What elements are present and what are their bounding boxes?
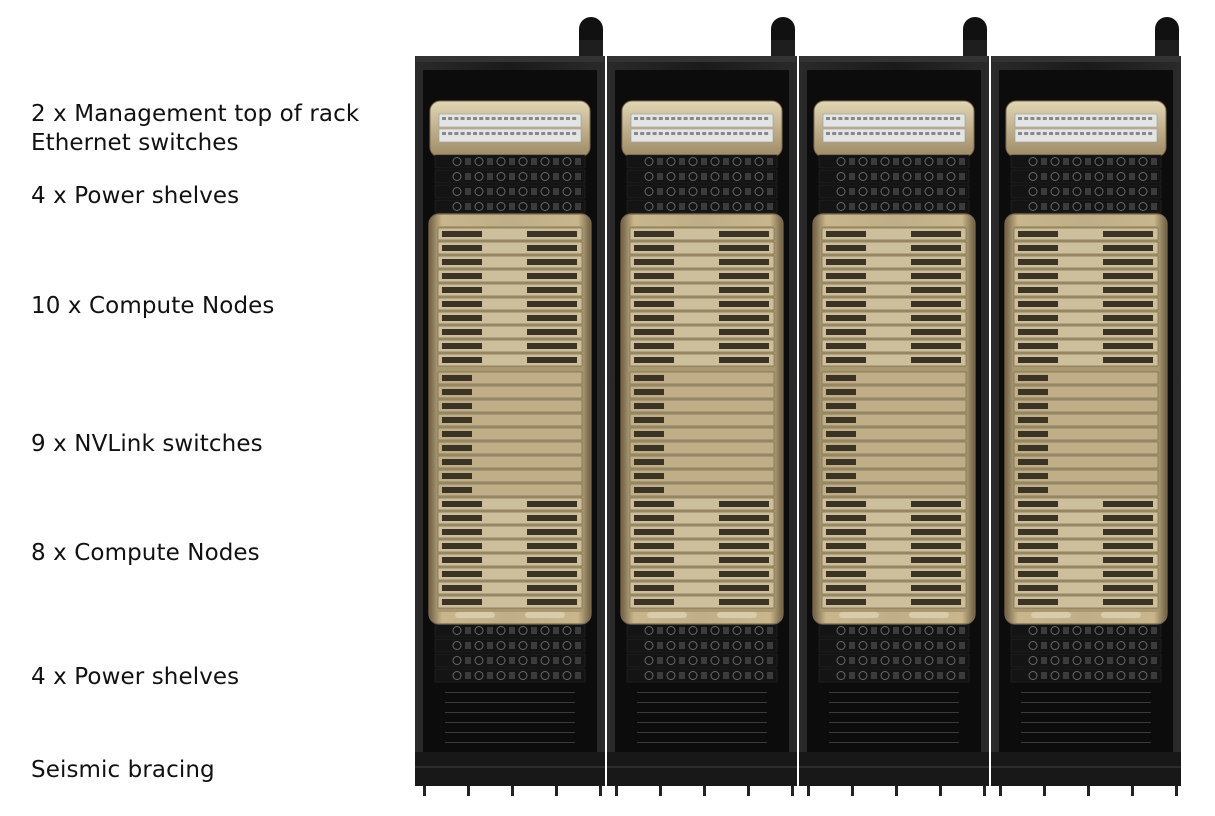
seismic-bracing [607, 752, 797, 786]
nvlink-switch [1013, 441, 1159, 455]
management-switch [438, 128, 582, 143]
nvlink-switch [1013, 385, 1159, 399]
foot [703, 786, 706, 796]
nvlink-switch [1013, 455, 1159, 469]
rack [607, 17, 797, 796]
nvlink-switch [629, 455, 775, 469]
seismic-bracing [415, 752, 605, 786]
foot [467, 786, 470, 796]
nvlink-switch [437, 427, 583, 441]
foot [1087, 786, 1090, 796]
label-seismic-bracing: Seismic bracing [31, 757, 215, 783]
foot [1131, 786, 1134, 796]
seismic-bracing [799, 752, 989, 786]
foot [599, 786, 602, 796]
foot [659, 786, 662, 796]
nvlink-switch [437, 441, 583, 455]
foot [807, 786, 810, 796]
nvlink-switch [1013, 483, 1159, 497]
nvlink-switch [437, 483, 583, 497]
nvlink-switch [437, 385, 583, 399]
seismic-bracing [991, 752, 1181, 786]
tray-handle [717, 612, 757, 618]
nvlink-switch [437, 469, 583, 483]
tray-handle [647, 612, 687, 618]
nvlink-switch [629, 441, 775, 455]
nvlink-switch [629, 413, 775, 427]
nvlink-switch [629, 427, 775, 441]
management-switch [1014, 128, 1158, 143]
nvlink-switch [821, 371, 967, 385]
foot [851, 786, 854, 796]
nvlink-switch [437, 455, 583, 469]
label-power-shelves-bottom: 4 x Power shelves [31, 664, 240, 690]
management-switch [822, 128, 966, 143]
foot [615, 786, 618, 796]
nvlink-switch [1013, 399, 1159, 413]
tray-handle [839, 612, 879, 618]
label-power-shelves-top: 4 x Power shelves [31, 183, 240, 209]
label-compute-nodes-top: 10 x Compute Nodes [31, 293, 275, 319]
nvlink-switch [437, 399, 583, 413]
foot [939, 786, 942, 796]
tray-handle [1031, 612, 1071, 618]
foot [511, 786, 514, 796]
nvlink-switch [821, 441, 967, 455]
foot [1175, 786, 1178, 796]
nvlink-switch [821, 413, 967, 427]
management-switch [1014, 113, 1158, 128]
nvlink-switch [1013, 371, 1159, 385]
foot [791, 786, 794, 796]
nvlink-switch [1013, 469, 1159, 483]
tray-handle [909, 612, 949, 618]
rack [799, 17, 989, 796]
nvlink-switch [629, 469, 775, 483]
foot [555, 786, 558, 796]
foot [999, 786, 1002, 796]
nvlink-switch [821, 455, 967, 469]
foot [423, 786, 426, 796]
nvlink-switch [629, 399, 775, 413]
label-compute-nodes-bottom: 8 x Compute Nodes [31, 540, 260, 566]
foot [983, 786, 986, 796]
nvlink-switch [629, 371, 775, 385]
management-switch [438, 113, 582, 128]
nvlink-switch [1013, 413, 1159, 427]
tray-handle [525, 612, 565, 618]
foot [1043, 786, 1046, 796]
tray-handle [455, 612, 495, 618]
management-switch [630, 113, 774, 128]
rack [991, 17, 1181, 796]
nvlink-switch [437, 413, 583, 427]
foot [747, 786, 750, 796]
rack [415, 17, 605, 796]
tray-handle [1101, 612, 1141, 618]
label-management-switches: 2 x Management top of rack Ethernet swit… [31, 101, 360, 156]
nvlink-switch [821, 385, 967, 399]
nvlink-switch [629, 483, 775, 497]
management-switch [822, 113, 966, 128]
label-nvlink-switches: 9 x NVLink switches [31, 431, 263, 457]
nvlink-switch [821, 469, 967, 483]
nvlink-switch [821, 427, 967, 441]
foot [895, 786, 898, 796]
nvlink-switch [1013, 427, 1159, 441]
management-switch [630, 128, 774, 143]
nvlink-switch [821, 399, 967, 413]
nvlink-switch [629, 385, 775, 399]
nvlink-switch [437, 371, 583, 385]
nvlink-switch [821, 483, 967, 497]
